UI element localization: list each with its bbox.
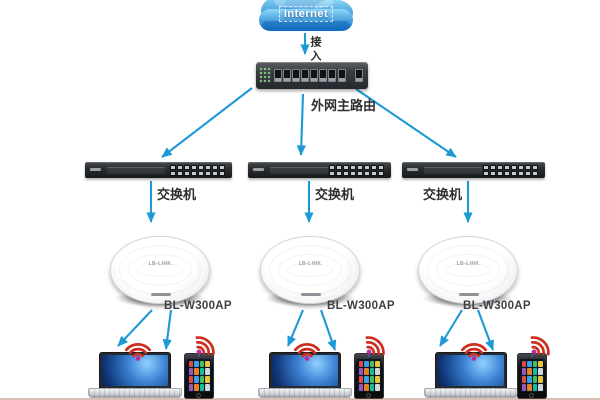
ap-brand-logo: LB-LINK xyxy=(456,261,480,267)
ap-brand-logo: LB-LINK xyxy=(148,261,172,267)
wifi-signal-icon xyxy=(291,338,323,362)
laptop-icon-3 xyxy=(424,352,518,398)
router-device xyxy=(256,62,368,89)
ap-device-3: LB-LINK xyxy=(418,236,518,308)
switch-device-3 xyxy=(402,162,545,178)
uplink-label: 接入 xyxy=(309,36,321,64)
ap-ring xyxy=(128,254,192,286)
bottom-edge-line xyxy=(0,398,600,400)
switch-vent xyxy=(270,167,328,174)
arrow-router-to-switch-2 xyxy=(296,93,306,156)
switch-logo xyxy=(407,168,418,171)
arrow-ap2-to-laptop2 xyxy=(287,309,304,347)
switch-ports xyxy=(329,165,384,176)
ceiling-ap-icon: LB-LINK xyxy=(418,236,518,304)
switch-ports xyxy=(170,165,225,176)
arrow-ap3-to-phone3 xyxy=(477,309,494,351)
arrow-ap1-to-phone1 xyxy=(162,309,173,350)
ap-label-2: BL-W300AP xyxy=(327,300,395,312)
laptop-screen xyxy=(99,352,171,389)
laptop-icon-2 xyxy=(258,352,352,398)
laptop-keyboard xyxy=(88,388,182,398)
switch-label-1: 交换机 xyxy=(157,187,197,202)
switch-vent xyxy=(424,167,482,174)
phone-screen xyxy=(357,359,381,392)
router-led-indicators xyxy=(260,68,271,83)
wifi-signal-icon xyxy=(122,338,154,362)
switch-device-1 xyxy=(85,162,232,178)
laptop-display xyxy=(272,355,338,386)
wifi-signal-icon xyxy=(458,338,490,362)
ap-brand-logo: LB-LINK xyxy=(298,261,322,267)
arrow-ap1-to-laptop1 xyxy=(117,309,153,347)
switch-logo xyxy=(253,168,264,171)
internet-label: Internet xyxy=(278,6,334,22)
smartphone-icon-2 xyxy=(354,353,384,399)
ap-slot xyxy=(151,293,171,296)
wifi-signal-icon xyxy=(355,326,395,366)
arrow-ap2-to-phone2 xyxy=(320,309,337,351)
laptop-display xyxy=(102,355,168,386)
arrow-ap3-to-laptop3 xyxy=(439,309,463,347)
wifi-signal-icon xyxy=(185,326,225,366)
laptop-keyboard xyxy=(258,388,352,398)
switch-logo xyxy=(90,168,101,171)
ap-ring xyxy=(278,254,342,286)
ap-ring xyxy=(287,263,333,277)
ap-slot xyxy=(459,293,479,296)
ap-ring xyxy=(137,263,183,277)
ap-slot xyxy=(301,293,321,296)
phone-home-button xyxy=(196,392,201,398)
arrow-router-to-switch-3 xyxy=(355,88,457,158)
laptop-screen xyxy=(269,352,341,389)
phone-camera xyxy=(531,355,533,357)
switch-label-3: 交换机 xyxy=(423,187,463,202)
router-port-wan xyxy=(338,69,346,82)
laptop-keyboard xyxy=(424,388,518,398)
router-port-extra xyxy=(355,69,363,82)
ap-ring xyxy=(445,263,491,277)
wifi-signal-icon xyxy=(520,326,560,366)
ap-ring xyxy=(436,254,500,286)
switch-label-2: 交换机 xyxy=(315,187,355,202)
phone-screen xyxy=(520,359,544,392)
switch-vent xyxy=(107,167,165,174)
switch-device-2 xyxy=(248,162,391,178)
ap-device-1: LB-LINK xyxy=(110,236,210,308)
internet-cloud-icon: Internet xyxy=(249,0,363,41)
ap-label-1: BL-W300AP xyxy=(164,300,232,312)
ap-label-3: BL-W300AP xyxy=(463,300,531,312)
ceiling-ap-icon: LB-LINK xyxy=(110,236,210,304)
phone-home-button xyxy=(529,392,534,398)
phone-camera xyxy=(368,355,370,357)
ceiling-ap-icon: LB-LINK xyxy=(260,236,360,304)
laptop-icon-1 xyxy=(88,352,182,398)
laptop-display xyxy=(438,355,504,386)
router-label: 外网主路由 xyxy=(311,98,377,113)
phone-home-button xyxy=(366,392,371,398)
ap-device-2: LB-LINK xyxy=(260,236,360,308)
phone-camera xyxy=(198,355,200,357)
switch-ports xyxy=(483,165,538,176)
smartphone-icon-3 xyxy=(517,353,547,399)
smartphone-icon-1 xyxy=(184,353,214,399)
router-port-group xyxy=(274,69,336,82)
arrow-router-to-switch-1 xyxy=(161,87,253,158)
phone-screen xyxy=(187,359,211,392)
router-ports xyxy=(274,69,363,82)
